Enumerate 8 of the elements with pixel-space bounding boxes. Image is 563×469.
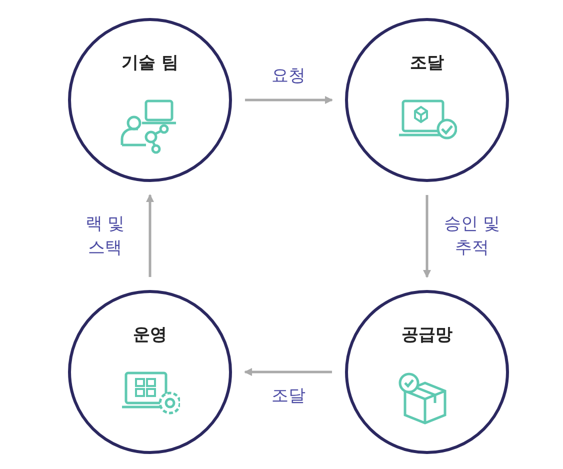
arrow	[146, 194, 154, 277]
node-title: 운영	[132, 324, 168, 346]
arrow	[245, 96, 333, 104]
arrow	[423, 195, 431, 278]
node-title: 기술 팀	[120, 52, 180, 74]
arrow	[244, 368, 332, 376]
node-title: 공급망	[400, 324, 454, 346]
node-title: 조달	[409, 52, 445, 74]
